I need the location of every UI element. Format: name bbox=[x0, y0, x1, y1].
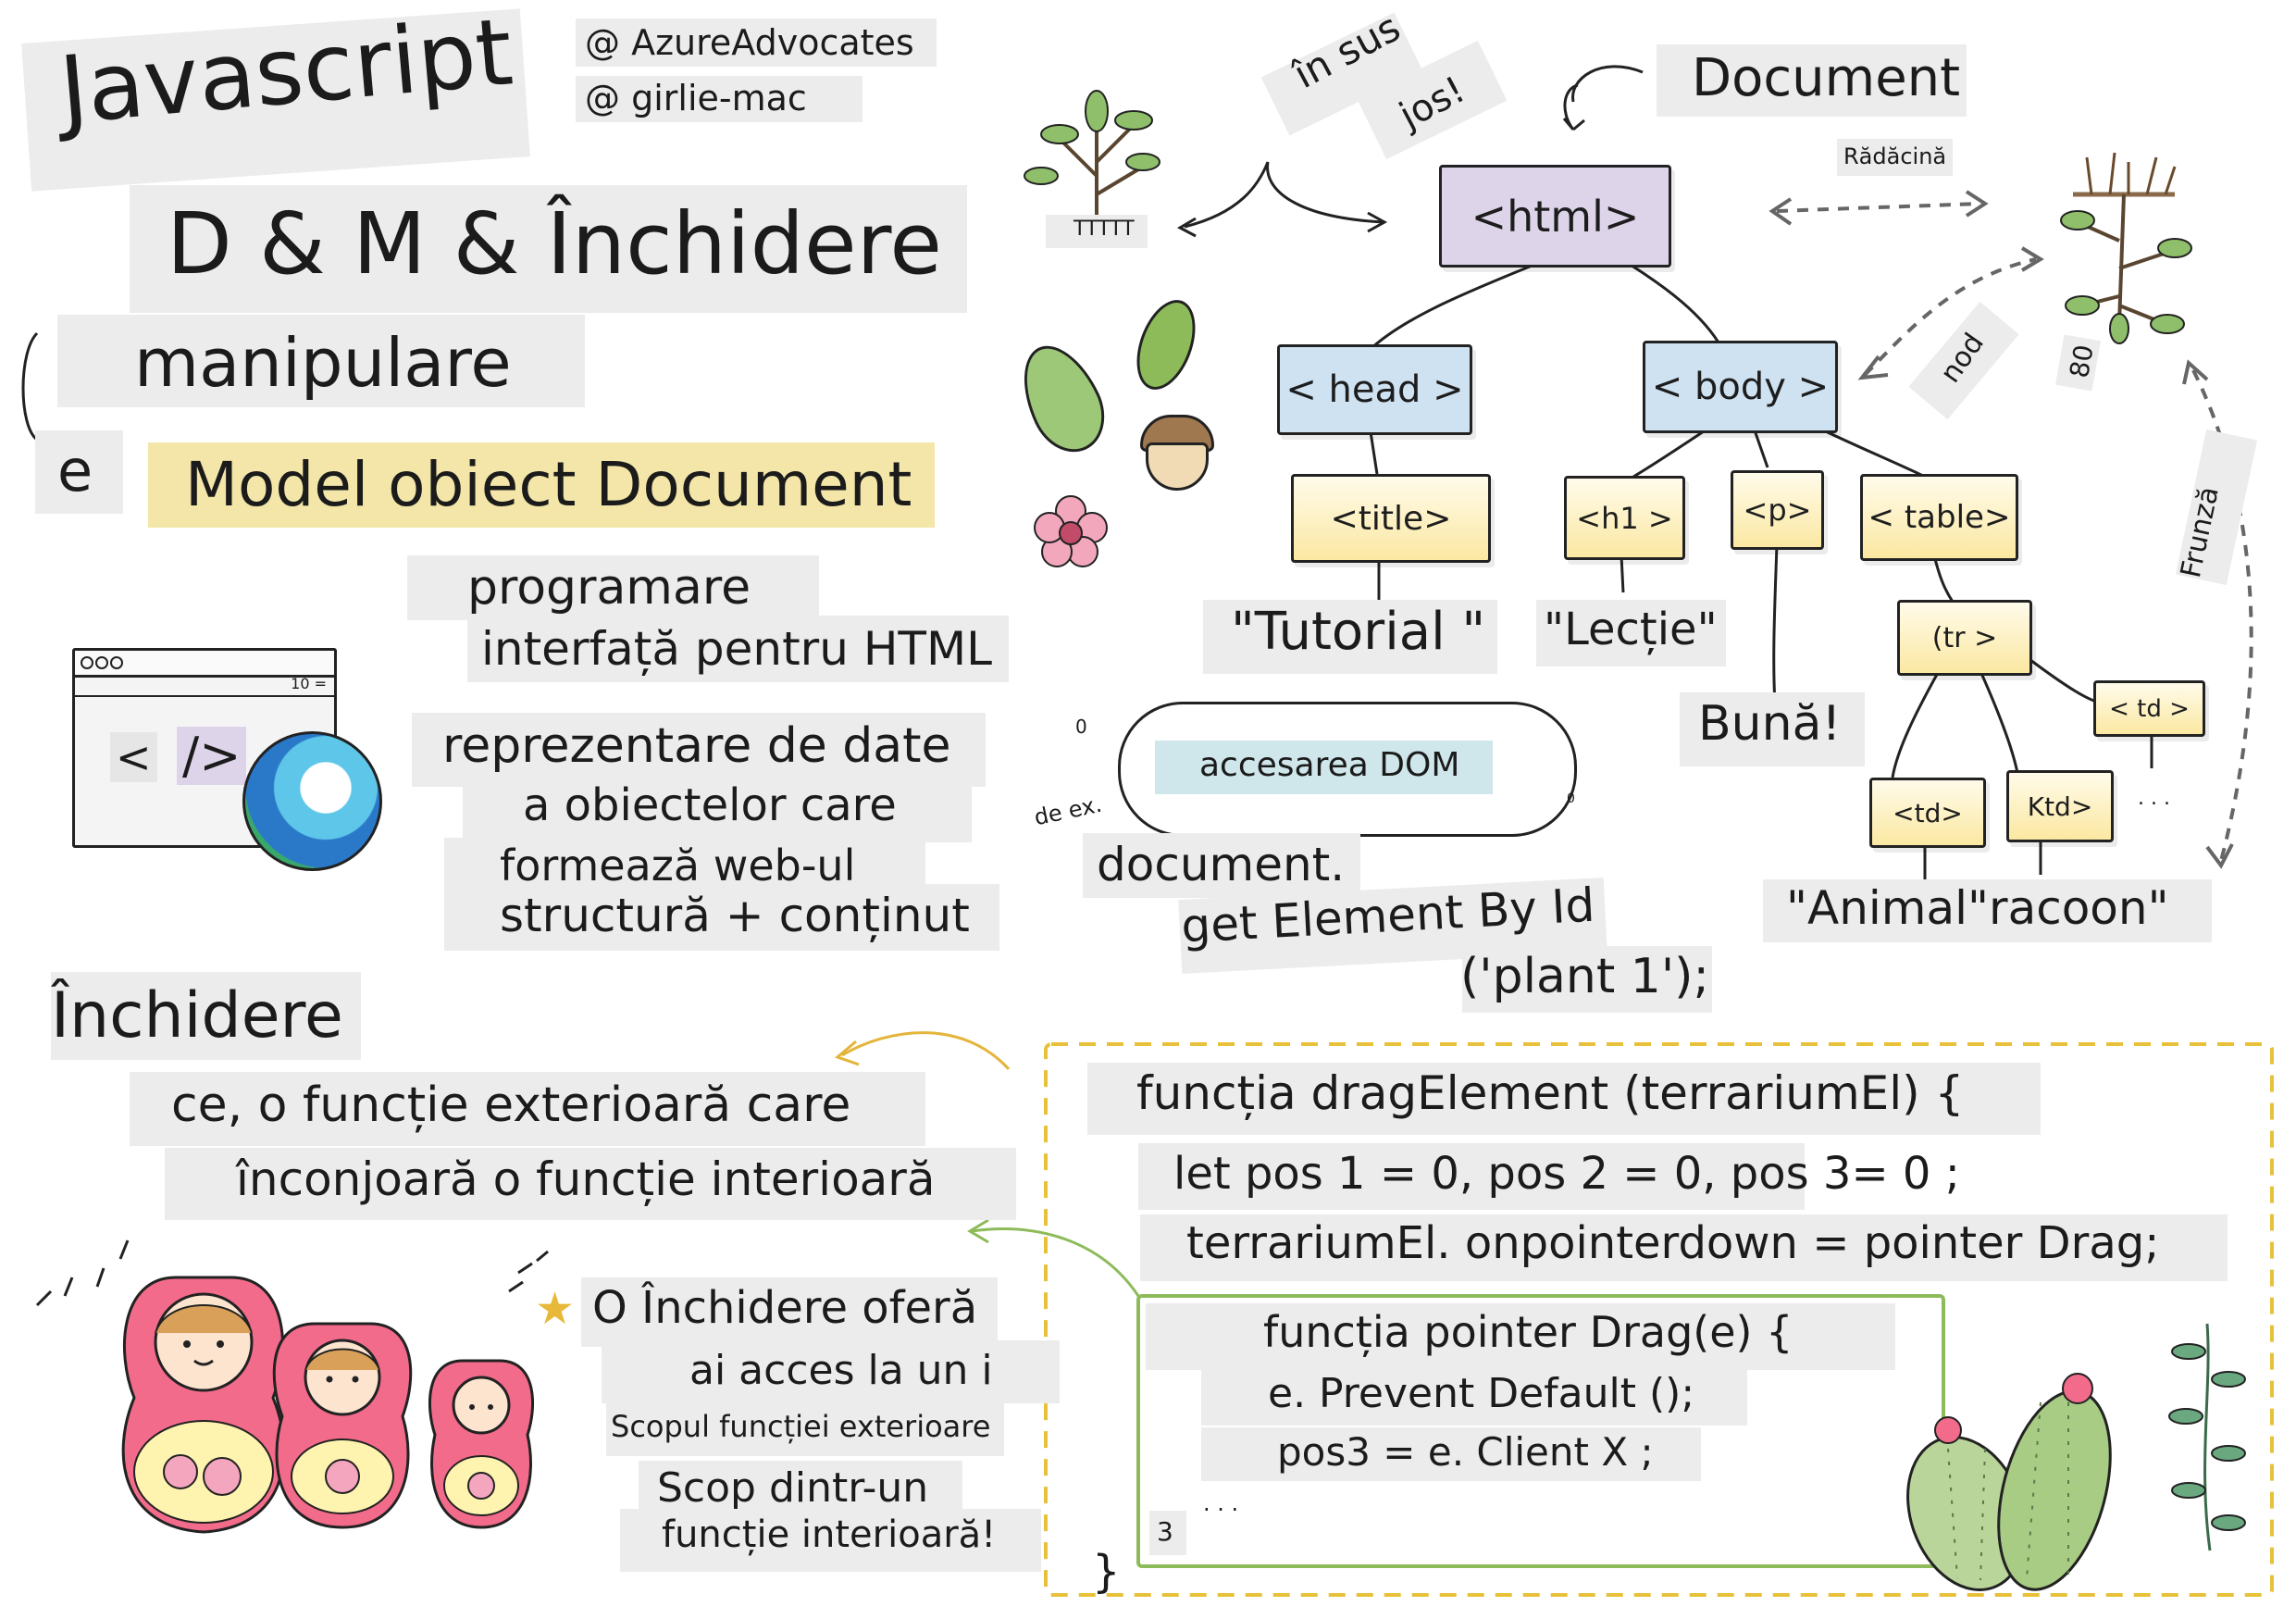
node-td: < td > bbox=[2093, 680, 2205, 737]
access-dom-label: accesarea DOM bbox=[1199, 746, 1460, 784]
code-line-1: funcția dragElement (terrariumEl) { bbox=[1136, 1066, 1965, 1120]
plant-label: TTTTT bbox=[1074, 218, 1135, 241]
node-table: < table> bbox=[1860, 474, 2018, 561]
node-head: < head > bbox=[1277, 344, 1472, 435]
closure-def2: înconjoară o funcție interioară bbox=[236, 1152, 936, 1206]
subtitle: D & M & Închidere bbox=[167, 194, 942, 293]
closure-heading: Închidere bbox=[51, 979, 343, 1052]
code-line-2: let pos 1 = 0, pos 2 = 0, pos 3= 0 ; bbox=[1173, 1148, 1960, 1200]
node-td: <td> bbox=[1869, 778, 1986, 848]
node-tr: (tr > bbox=[1897, 600, 2032, 676]
closure-gives2: ai acces la un i bbox=[689, 1347, 993, 1394]
node-body: < body > bbox=[1643, 341, 1838, 433]
code-bracket-right: /> bbox=[177, 727, 247, 785]
code-line-6: pos3 = e. Client X ; bbox=[1277, 1429, 1654, 1475]
matryoshka-dolls-icon bbox=[102, 1268, 565, 1546]
number-0: 0 bbox=[1075, 716, 1087, 738]
code-line-4: funcția pointer Drag(e) { bbox=[1263, 1307, 1793, 1357]
document-label: Document bbox=[1692, 48, 1961, 108]
closure-gives5: funcție interioară! bbox=[662, 1513, 997, 1556]
code-closing-brace: } bbox=[1092, 1546, 1121, 1598]
flower-icon bbox=[1029, 491, 1112, 574]
code-line-7: . . . bbox=[1203, 1490, 1239, 1516]
word-e: e bbox=[57, 437, 93, 504]
closure-gives4: Scop dintr-un bbox=[657, 1464, 929, 1512]
node-title: <title> bbox=[1291, 474, 1491, 563]
star-icon: ★ bbox=[535, 1283, 576, 1335]
browser-tab-count: 10 = bbox=[291, 675, 327, 692]
handle-girlie: @ girlie-mac bbox=[585, 78, 807, 118]
repr-line1: reprezentare de date bbox=[442, 718, 951, 774]
code-line-5: e. Prevent Default (); bbox=[1268, 1370, 1695, 1417]
edge-logo-icon bbox=[242, 731, 382, 871]
vine-icon bbox=[2156, 1314, 2258, 1555]
model-obiect-document: Model obiect Document bbox=[185, 449, 912, 520]
plant-icon bbox=[1013, 74, 1180, 259]
api-line1: programare bbox=[467, 560, 751, 616]
closure-gives1: O Închidere oferă bbox=[592, 1282, 978, 1334]
node-html: <html> bbox=[1439, 165, 1671, 268]
repr-line2: a obiectelor care bbox=[523, 779, 897, 831]
code-plant-arg: ('plant 1'); bbox=[1460, 949, 1709, 1004]
handle-azure: @ AzureAdvocates bbox=[585, 22, 914, 63]
node-h1: <h1 > bbox=[1564, 476, 1685, 560]
cactus-icon bbox=[1893, 1338, 2133, 1597]
text-lectie: "Lecție" bbox=[1544, 604, 1718, 655]
code-number-3: 3 bbox=[1157, 1516, 1173, 1547]
repr-line4: structură + conținut bbox=[500, 889, 970, 942]
closure-def1: ce, o funcție exterioară care bbox=[171, 1077, 851, 1133]
api-line2: interfață pentru HTML bbox=[481, 622, 992, 676]
more-nodes: . . . bbox=[2138, 787, 2170, 810]
closure-gives3: Scopul funcției exterioare bbox=[611, 1409, 991, 1444]
text-tutorial: "Tutorial " bbox=[1231, 602, 1486, 662]
code-document: document. bbox=[1097, 838, 1346, 891]
word-manipulare: manipulare bbox=[134, 324, 512, 402]
node-p: <p> bbox=[1731, 470, 1824, 550]
root-label: Rădăcină bbox=[1843, 143, 1947, 169]
text-animal: "Animal"racoon" bbox=[1786, 881, 2169, 935]
root-tree-icon bbox=[2027, 139, 2221, 361]
text-buna: Bună! bbox=[1698, 696, 1842, 752]
repr-line3: formează web-ul bbox=[500, 841, 856, 890]
code-line-3: terrariumEl. onpointerdown = pointer Dra… bbox=[1186, 1217, 2160, 1269]
number-0: 0 bbox=[1567, 791, 1575, 806]
acorn-icon bbox=[1138, 415, 1214, 491]
code-bracket-left: < bbox=[110, 732, 157, 782]
node-td: Ktd> bbox=[2006, 770, 2114, 842]
